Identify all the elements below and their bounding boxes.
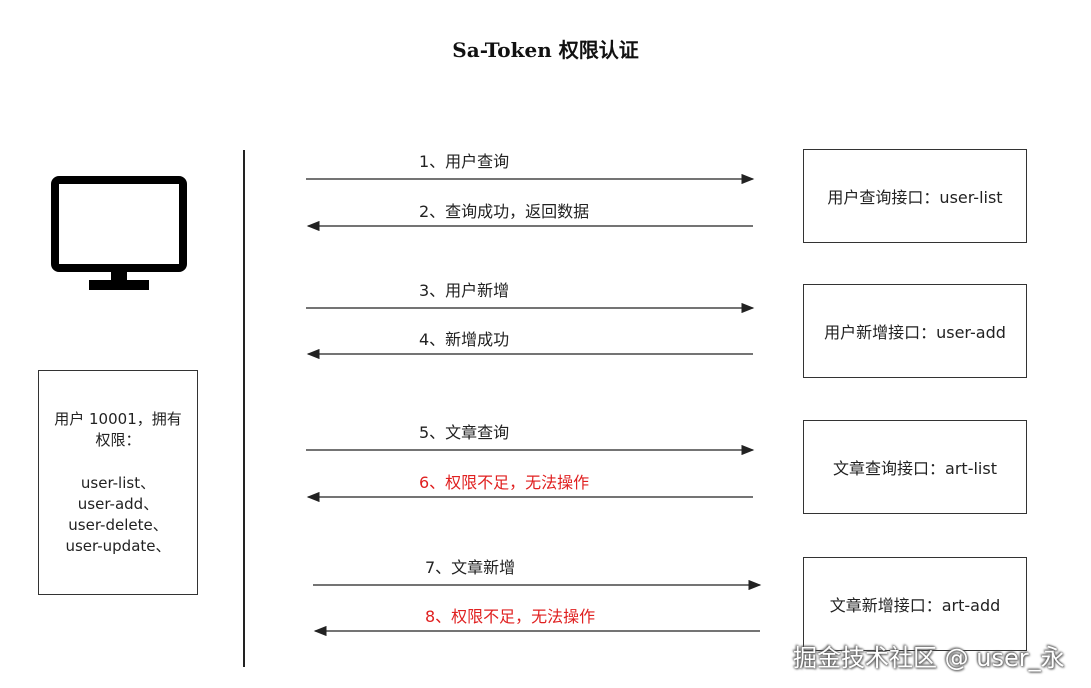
api-box-art-list: 文章查询接口：art-list: [803, 420, 1027, 514]
api-box-user-add: 用户新增接口：user-add: [803, 284, 1027, 378]
message-label: 1、用户查询: [419, 152, 510, 171]
user-permission-box: 用户 10001，拥有权限： user-list、 user-add、 user…: [38, 370, 198, 595]
monitor-icon: [51, 176, 187, 290]
message-label-denied: 8、权限不足，无法操作: [425, 607, 596, 626]
permission-item: user-update、: [65, 537, 171, 555]
permission-item: user-list、: [80, 474, 156, 492]
message-label: 4、新增成功: [419, 330, 510, 349]
diagram-title: Sa-Token 权限认证: [452, 38, 639, 62]
permission-item: user-add、: [77, 495, 159, 513]
message-label-denied: 6、权限不足，无法操作: [419, 473, 590, 492]
message-label: 5、文章查询: [419, 423, 510, 442]
permission-list: user-list、 user-add、 user-delete、 user-u…: [39, 473, 197, 557]
message-label: 7、文章新增: [425, 558, 516, 577]
message-label: 3、用户新增: [419, 281, 510, 300]
lifeline-divider: [243, 150, 245, 667]
user-intro: 用户 10001，拥有权限：: [54, 410, 182, 449]
message-label: 2、查询成功，返回数据: [419, 202, 590, 221]
api-box-user-list: 用户查询接口：user-list: [803, 149, 1027, 243]
api-box-art-add: 文章新增接口：art-add: [803, 557, 1027, 651]
watermark: 掘金技术社区 @ user_永: [793, 644, 1065, 672]
permission-item: user-delete、: [68, 516, 168, 534]
